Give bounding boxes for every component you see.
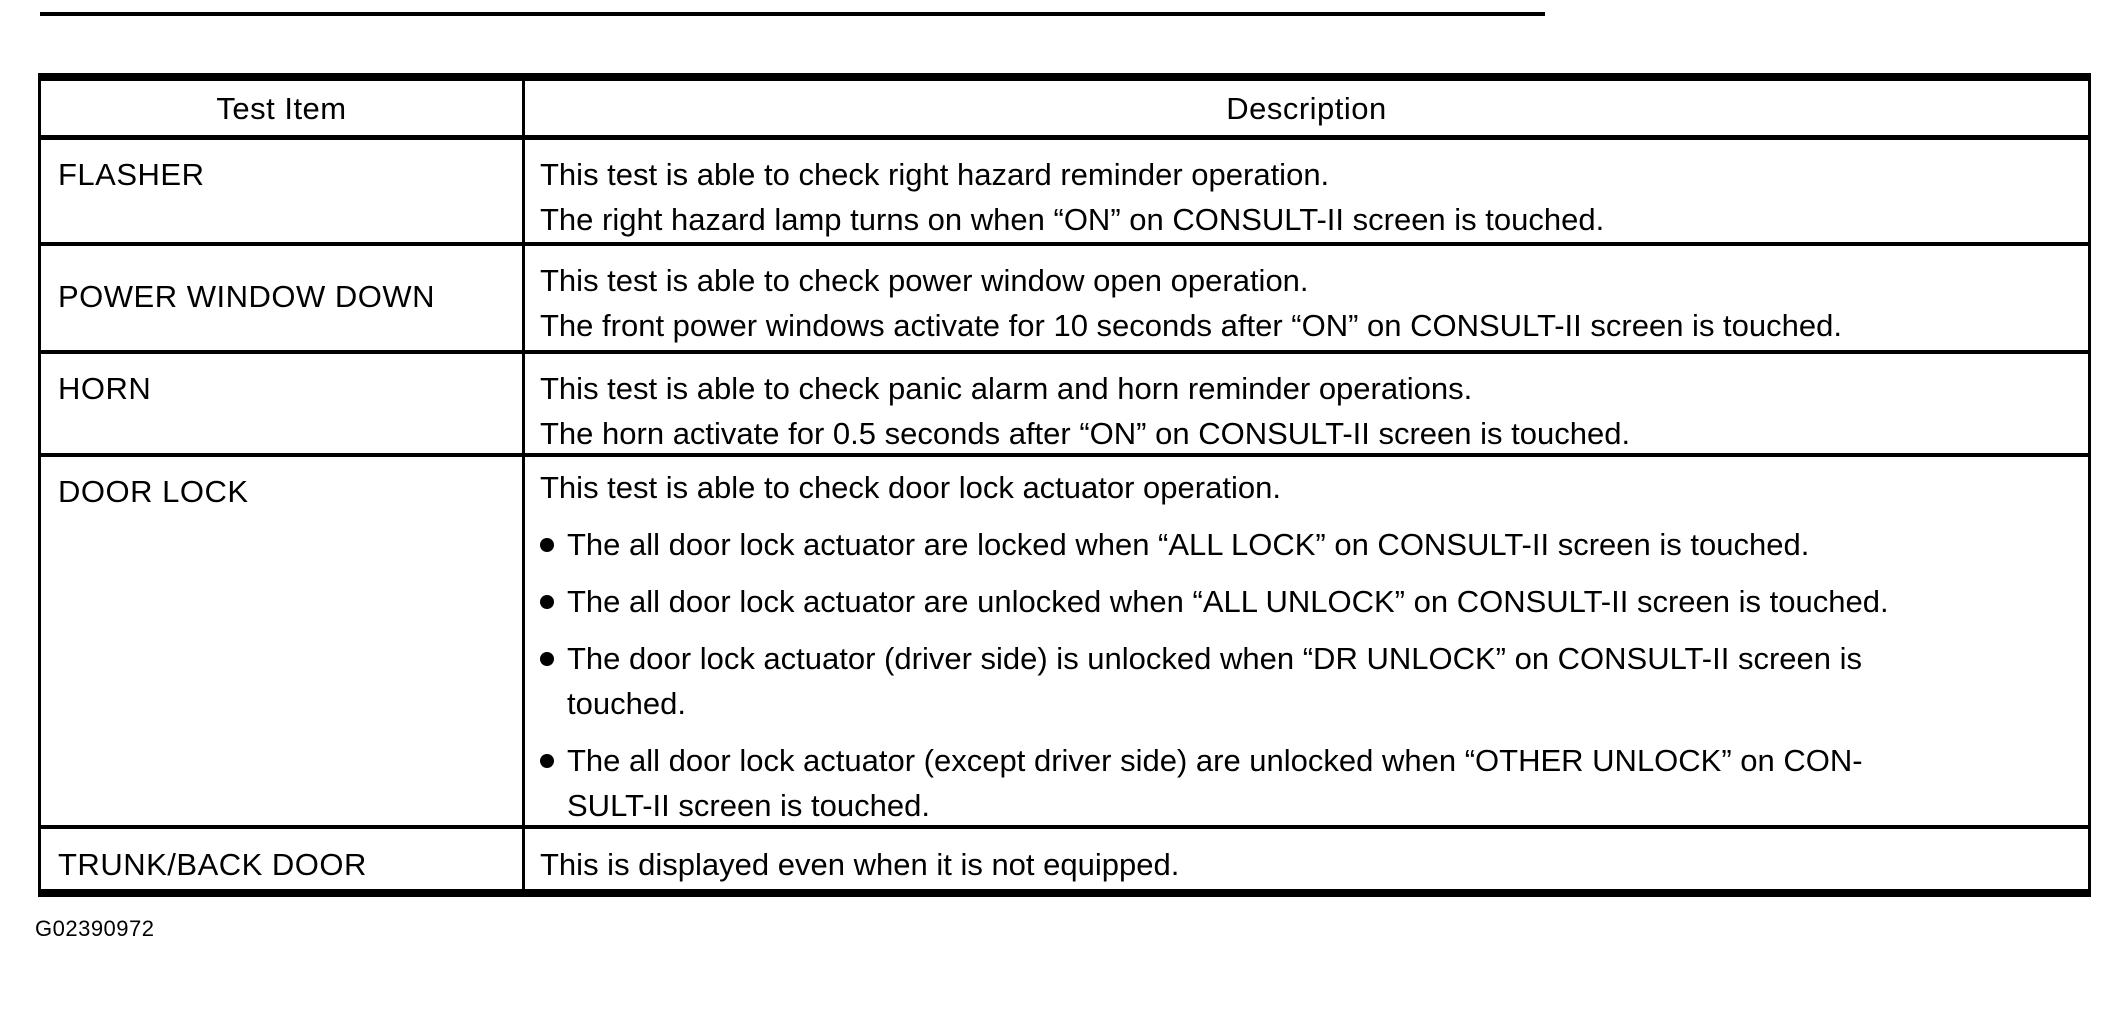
bullet-dot-icon bbox=[540, 538, 554, 552]
description-line: The right hazard lamp turns on when “ON”… bbox=[540, 202, 1605, 237]
description-line: This test is able to check panic alarm a… bbox=[540, 371, 1473, 406]
header-test-item-label: Test Item bbox=[216, 90, 347, 126]
description-line: This test is able to check door lock act… bbox=[540, 470, 1281, 505]
header-description-label: Description bbox=[1226, 90, 1387, 126]
description-cell: This test is able to check power window … bbox=[525, 246, 2088, 350]
table-header-row: Test Item Description bbox=[41, 81, 2088, 135]
bullet-line: The all door lock actuator are locked wh… bbox=[567, 527, 1810, 562]
table-row-trunk-back-door: TRUNK/BACK DOOR This is displayed even w… bbox=[41, 825, 2088, 889]
table-row-door-lock: DOOR LOCK This test is able to check doo… bbox=[41, 453, 2088, 825]
header-cell-test-item: Test Item bbox=[41, 81, 525, 135]
test-item-label: POWER WINDOW DOWN bbox=[58, 279, 436, 314]
bullet-line: The all door lock actuator (except drive… bbox=[567, 743, 1863, 778]
bullet-line: The door lock actuator (driver side) is … bbox=[567, 641, 1862, 676]
description-line: The front power windows activate for 10 … bbox=[540, 308, 1842, 343]
description-cell: This test is able to check right hazard … bbox=[525, 140, 2088, 242]
test-item-label: FLASHER bbox=[58, 157, 205, 192]
bullet-line: SULT-II screen is touched. bbox=[567, 788, 930, 823]
bullet-dot-column bbox=[540, 636, 567, 726]
bullet-text: The all door lock actuator are unlocked … bbox=[567, 579, 2068, 624]
bullet-text: The door lock actuator (driver side) is … bbox=[567, 636, 2068, 726]
bullet-line: The all door lock actuator are unlocked … bbox=[567, 584, 1889, 619]
bullet-text: The all door lock actuator are locked wh… bbox=[567, 522, 2068, 567]
test-item-label: HORN bbox=[58, 371, 152, 406]
top-rule bbox=[40, 12, 1545, 16]
test-item-label: TRUNK/BACK DOOR bbox=[58, 847, 367, 882]
bullet-dot-icon bbox=[540, 652, 554, 666]
test-item-cell: HORN bbox=[41, 354, 525, 453]
test-item-cell: FLASHER bbox=[41, 140, 525, 242]
table-row-power-window-down: POWER WINDOW DOWN This test is able to c… bbox=[41, 242, 2088, 350]
table-row-flasher: FLASHER This test is able to check right… bbox=[41, 135, 2088, 242]
test-item-cell: POWER WINDOW DOWN bbox=[41, 246, 525, 350]
bullet-item: The all door lock actuator are unlocked … bbox=[540, 579, 2068, 624]
bullet-text: The all door lock actuator (except drive… bbox=[567, 738, 2068, 828]
description-line: The horn activate for 0.5 seconds after … bbox=[540, 416, 1631, 451]
bullet-dot-column bbox=[540, 738, 567, 828]
bullet-dot-icon bbox=[540, 754, 554, 768]
description-line: This test is able to check power window … bbox=[540, 263, 1309, 298]
bullet-dot-icon bbox=[540, 595, 554, 609]
header-cell-description: Description bbox=[525, 81, 2088, 135]
table-row-horn: HORN This test is able to check panic al… bbox=[41, 350, 2088, 453]
test-item-cell: TRUNK/BACK DOOR bbox=[41, 829, 525, 889]
bullet-dot-column bbox=[540, 522, 567, 567]
bullet-item: The door lock actuator (driver side) is … bbox=[540, 636, 2068, 726]
bullet-item: The all door lock actuator (except drive… bbox=[540, 738, 2068, 828]
test-item-label: DOOR LOCK bbox=[58, 474, 249, 509]
bullet-item: The all door lock actuator are locked wh… bbox=[540, 522, 2068, 567]
active-test-table: Test Item Description FLASHER This test … bbox=[38, 73, 2091, 897]
description-cell: This test is able to check panic alarm a… bbox=[525, 354, 2088, 453]
description-cell: This test is able to check door lock act… bbox=[525, 457, 2088, 825]
bullet-line: touched. bbox=[567, 686, 686, 721]
description-line: This test is able to check right hazard … bbox=[540, 157, 1330, 192]
test-item-cell: DOOR LOCK bbox=[41, 457, 525, 825]
description-line: This is displayed even when it is not eq… bbox=[540, 847, 1180, 882]
figure-id: G02390972 bbox=[35, 916, 155, 941]
description-cell: This is displayed even when it is not eq… bbox=[525, 829, 2088, 889]
bullet-dot-column bbox=[540, 579, 567, 624]
